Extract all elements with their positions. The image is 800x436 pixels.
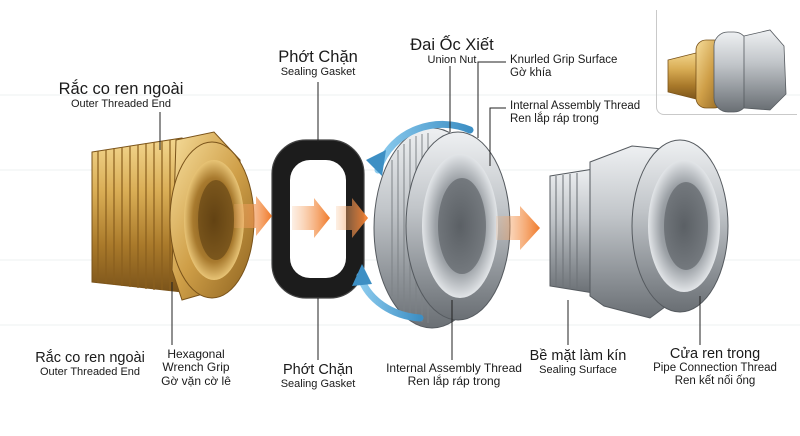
leader-lines <box>159 61 701 360</box>
label-internal-assembly-thread-bottom: Internal Assembly Thread Ren lắp ráp tro… <box>386 361 522 389</box>
label-outer-threaded-end-bottom: Rắc co ren ngoài Outer Threaded End <box>35 350 145 379</box>
rotation-arrowhead-top <box>366 150 386 176</box>
label-internal-assembly-thread-top: Internal Assembly Thread Ren lắp ráp tro… <box>510 100 641 125</box>
label-hexagonal-wrench-grip: Hexagonal Wrench Grip Gờ vặn cờ lê <box>161 347 231 388</box>
label-knurled-grip-surface: Knurled Grip Surface Gờ khía <box>510 54 618 79</box>
label-sealing-surface: Bề mặt làm kín Sealing Surface <box>529 348 627 377</box>
label-sealing-gasket-top: Phớt Chặn Sealing Gasket <box>278 48 358 79</box>
rotation-arrowhead-bottom <box>352 264 372 286</box>
assembly-arrows <box>234 196 540 250</box>
assembled-fitting-inset <box>667 29 787 113</box>
label-outer-threaded-end-top: Rắc co ren ngoài Outer Threaded End <box>58 80 184 111</box>
label-pipe-connection-thread: Cửa ren trong Pipe Connection Thread Ren… <box>653 346 777 388</box>
label-sealing-gasket-bottom: Phớt Chặn Sealing Gasket <box>280 362 356 391</box>
inset-frame <box>656 10 797 115</box>
brass-thread-ridges <box>97 140 171 291</box>
union-nut <box>373 127 511 329</box>
label-union-nut-top: Đai Ốc Xiết Union Nut <box>410 36 494 67</box>
steel-pipe-connector <box>549 139 729 319</box>
brass-outer-threaded-end <box>91 131 255 301</box>
